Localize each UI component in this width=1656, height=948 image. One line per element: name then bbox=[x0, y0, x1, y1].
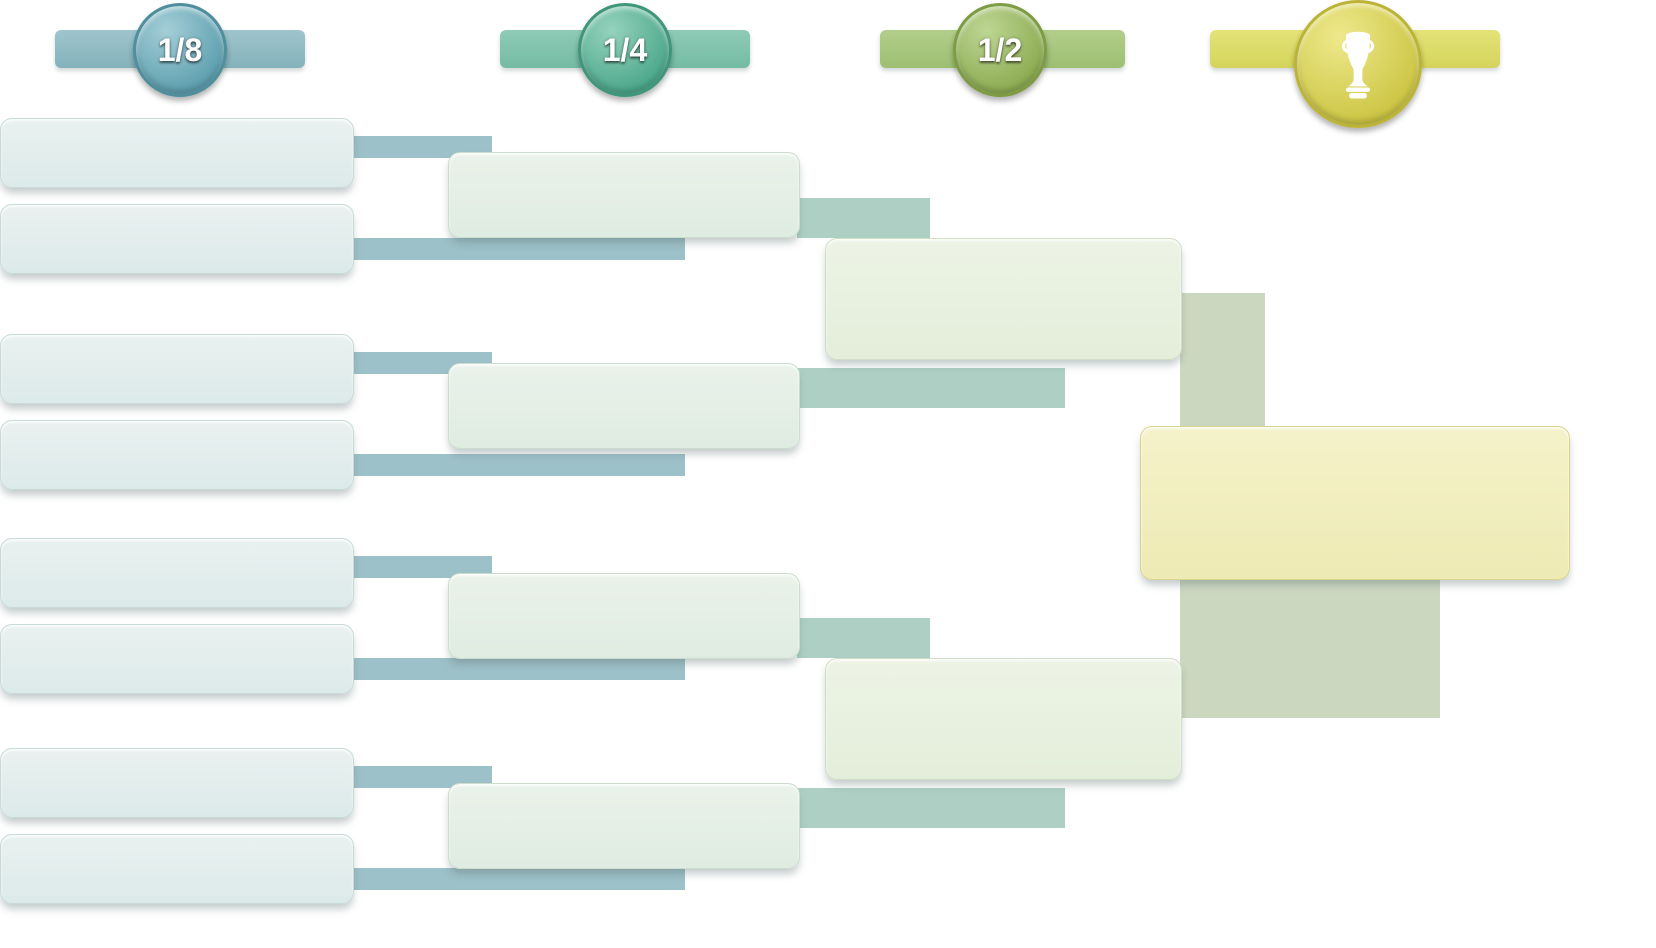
slot-quarterfinal-3[interactable] bbox=[448, 573, 800, 659]
round-badge-1-4: 1/4 bbox=[578, 3, 672, 97]
connector-r16-pair3-top bbox=[352, 556, 492, 578]
connector-qf3 bbox=[797, 618, 930, 658]
round-badge-1-8: 1/8 bbox=[133, 3, 227, 97]
connector-r16-pair3-bottom bbox=[352, 658, 685, 680]
connector-r16-pair4-bottom bbox=[352, 868, 685, 890]
connector-qf2 bbox=[797, 368, 1065, 408]
slot-quarterfinal-2[interactable] bbox=[448, 363, 800, 449]
slot-semifinal-2[interactable] bbox=[825, 658, 1182, 780]
slot-round-of-16-8[interactable] bbox=[0, 834, 354, 904]
slot-round-of-16-2[interactable] bbox=[0, 204, 354, 274]
connector-qf1 bbox=[797, 198, 930, 238]
round-label-1-4: 1/4 bbox=[602, 31, 648, 68]
slot-round-of-16-1[interactable] bbox=[0, 118, 354, 188]
connector-sf2 bbox=[1180, 578, 1440, 718]
slot-quarterfinal-4[interactable] bbox=[448, 783, 800, 869]
slot-round-of-16-6[interactable] bbox=[0, 624, 354, 694]
connector-qf4 bbox=[797, 788, 1065, 828]
round-label-1-8: 1/8 bbox=[157, 31, 203, 68]
slot-quarterfinal-1[interactable] bbox=[448, 152, 800, 238]
round-label-1-2: 1/2 bbox=[977, 31, 1023, 68]
slot-round-of-16-5[interactable] bbox=[0, 538, 354, 608]
slot-round-of-16-3[interactable] bbox=[0, 334, 354, 404]
slot-final[interactable] bbox=[1140, 426, 1570, 580]
trophy-icon bbox=[1341, 31, 1375, 99]
round-badge-final bbox=[1294, 0, 1422, 128]
slot-round-of-16-7[interactable] bbox=[0, 748, 354, 818]
connector-r16-pair1-bottom bbox=[352, 238, 685, 260]
connector-r16-pair4-top bbox=[352, 766, 492, 788]
connector-sf1 bbox=[1180, 293, 1265, 430]
round-badge-1-2: 1/2 bbox=[953, 3, 1047, 97]
connector-r16-pair2-bottom bbox=[352, 454, 685, 476]
slot-round-of-16-4[interactable] bbox=[0, 420, 354, 490]
slot-semifinal-1[interactable] bbox=[825, 238, 1182, 360]
